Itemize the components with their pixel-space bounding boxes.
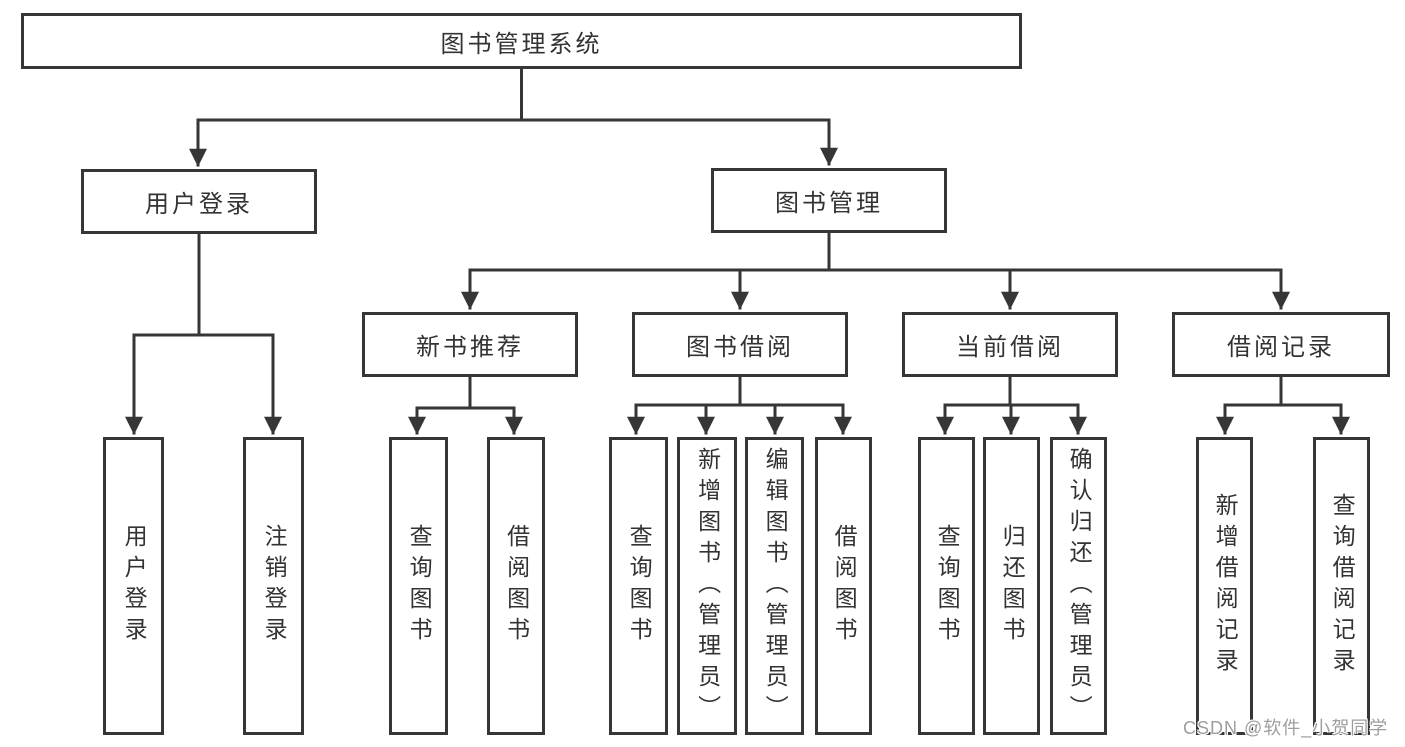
node-label: 借阅图书 <box>831 524 858 648</box>
csdn-watermark: CSDN @软件_小贺同学 <box>1183 718 1389 738</box>
node-cb-return-book: 归还图书 <box>983 437 1040 735</box>
node-label: 图书借阅 <box>686 334 794 361</box>
node-ul-logout: 注销登录 <box>243 437 304 735</box>
node-current-borrowing: 当前借阅 <box>902 312 1118 377</box>
node-label: 当前借阅 <box>956 334 1064 361</box>
node-book-management: 图书管理 <box>711 168 947 233</box>
node-bb-edit-book-admin: 编辑图书（管理员） <box>745 437 804 735</box>
node-label: 注销登录 <box>261 524 288 648</box>
node-bb-borrow-book: 借阅图书 <box>815 437 872 735</box>
node-borrowing-records: 借阅记录 <box>1172 312 1390 377</box>
node-label: 借阅图书 <box>503 524 530 648</box>
node-library-system-root: 图书管理系统 <box>21 13 1022 69</box>
node-label: 图书管理 <box>775 190 883 217</box>
node-label: 查询借阅记录 <box>1329 493 1356 679</box>
node-label: 用户登录 <box>121 524 148 648</box>
node-label: 查询图书 <box>626 524 653 648</box>
node-label: 编辑图书（管理员） <box>762 446 789 726</box>
node-user-login: 用户登录 <box>81 169 317 234</box>
node-ul-user-login: 用户登录 <box>103 437 164 735</box>
node-cb-query-book: 查询图书 <box>918 437 975 735</box>
node-label: 归还图书 <box>999 524 1026 648</box>
node-label: 查询图书 <box>934 524 961 648</box>
node-label: 借阅记录 <box>1227 334 1335 361</box>
node-cb-confirm-return-admin: 确认归还（管理员） <box>1050 437 1107 735</box>
node-label: 图书管理系统 <box>440 30 603 58</box>
node-nbr-query-book: 查询图书 <box>389 437 448 735</box>
node-bb-add-book-admin: 新增图书（管理员） <box>677 437 737 735</box>
node-label: 查询图书 <box>406 524 433 648</box>
node-label: 用户登录 <box>145 191 253 218</box>
node-br-query-record: 查询借阅记录 <box>1313 437 1370 735</box>
node-nbr-borrow-book: 借阅图书 <box>487 437 545 735</box>
node-book-borrowing: 图书借阅 <box>632 312 848 377</box>
node-label: 新书推荐 <box>416 334 524 361</box>
node-bb-query-book: 查询图书 <box>609 437 668 735</box>
node-label: 新增图书（管理员） <box>694 446 721 726</box>
node-label: 新增借阅记录 <box>1212 493 1239 679</box>
node-br-add-record: 新增借阅记录 <box>1196 437 1253 735</box>
node-label: 确认归还（管理员） <box>1066 446 1093 726</box>
node-new-book-recommend: 新书推荐 <box>362 312 578 377</box>
